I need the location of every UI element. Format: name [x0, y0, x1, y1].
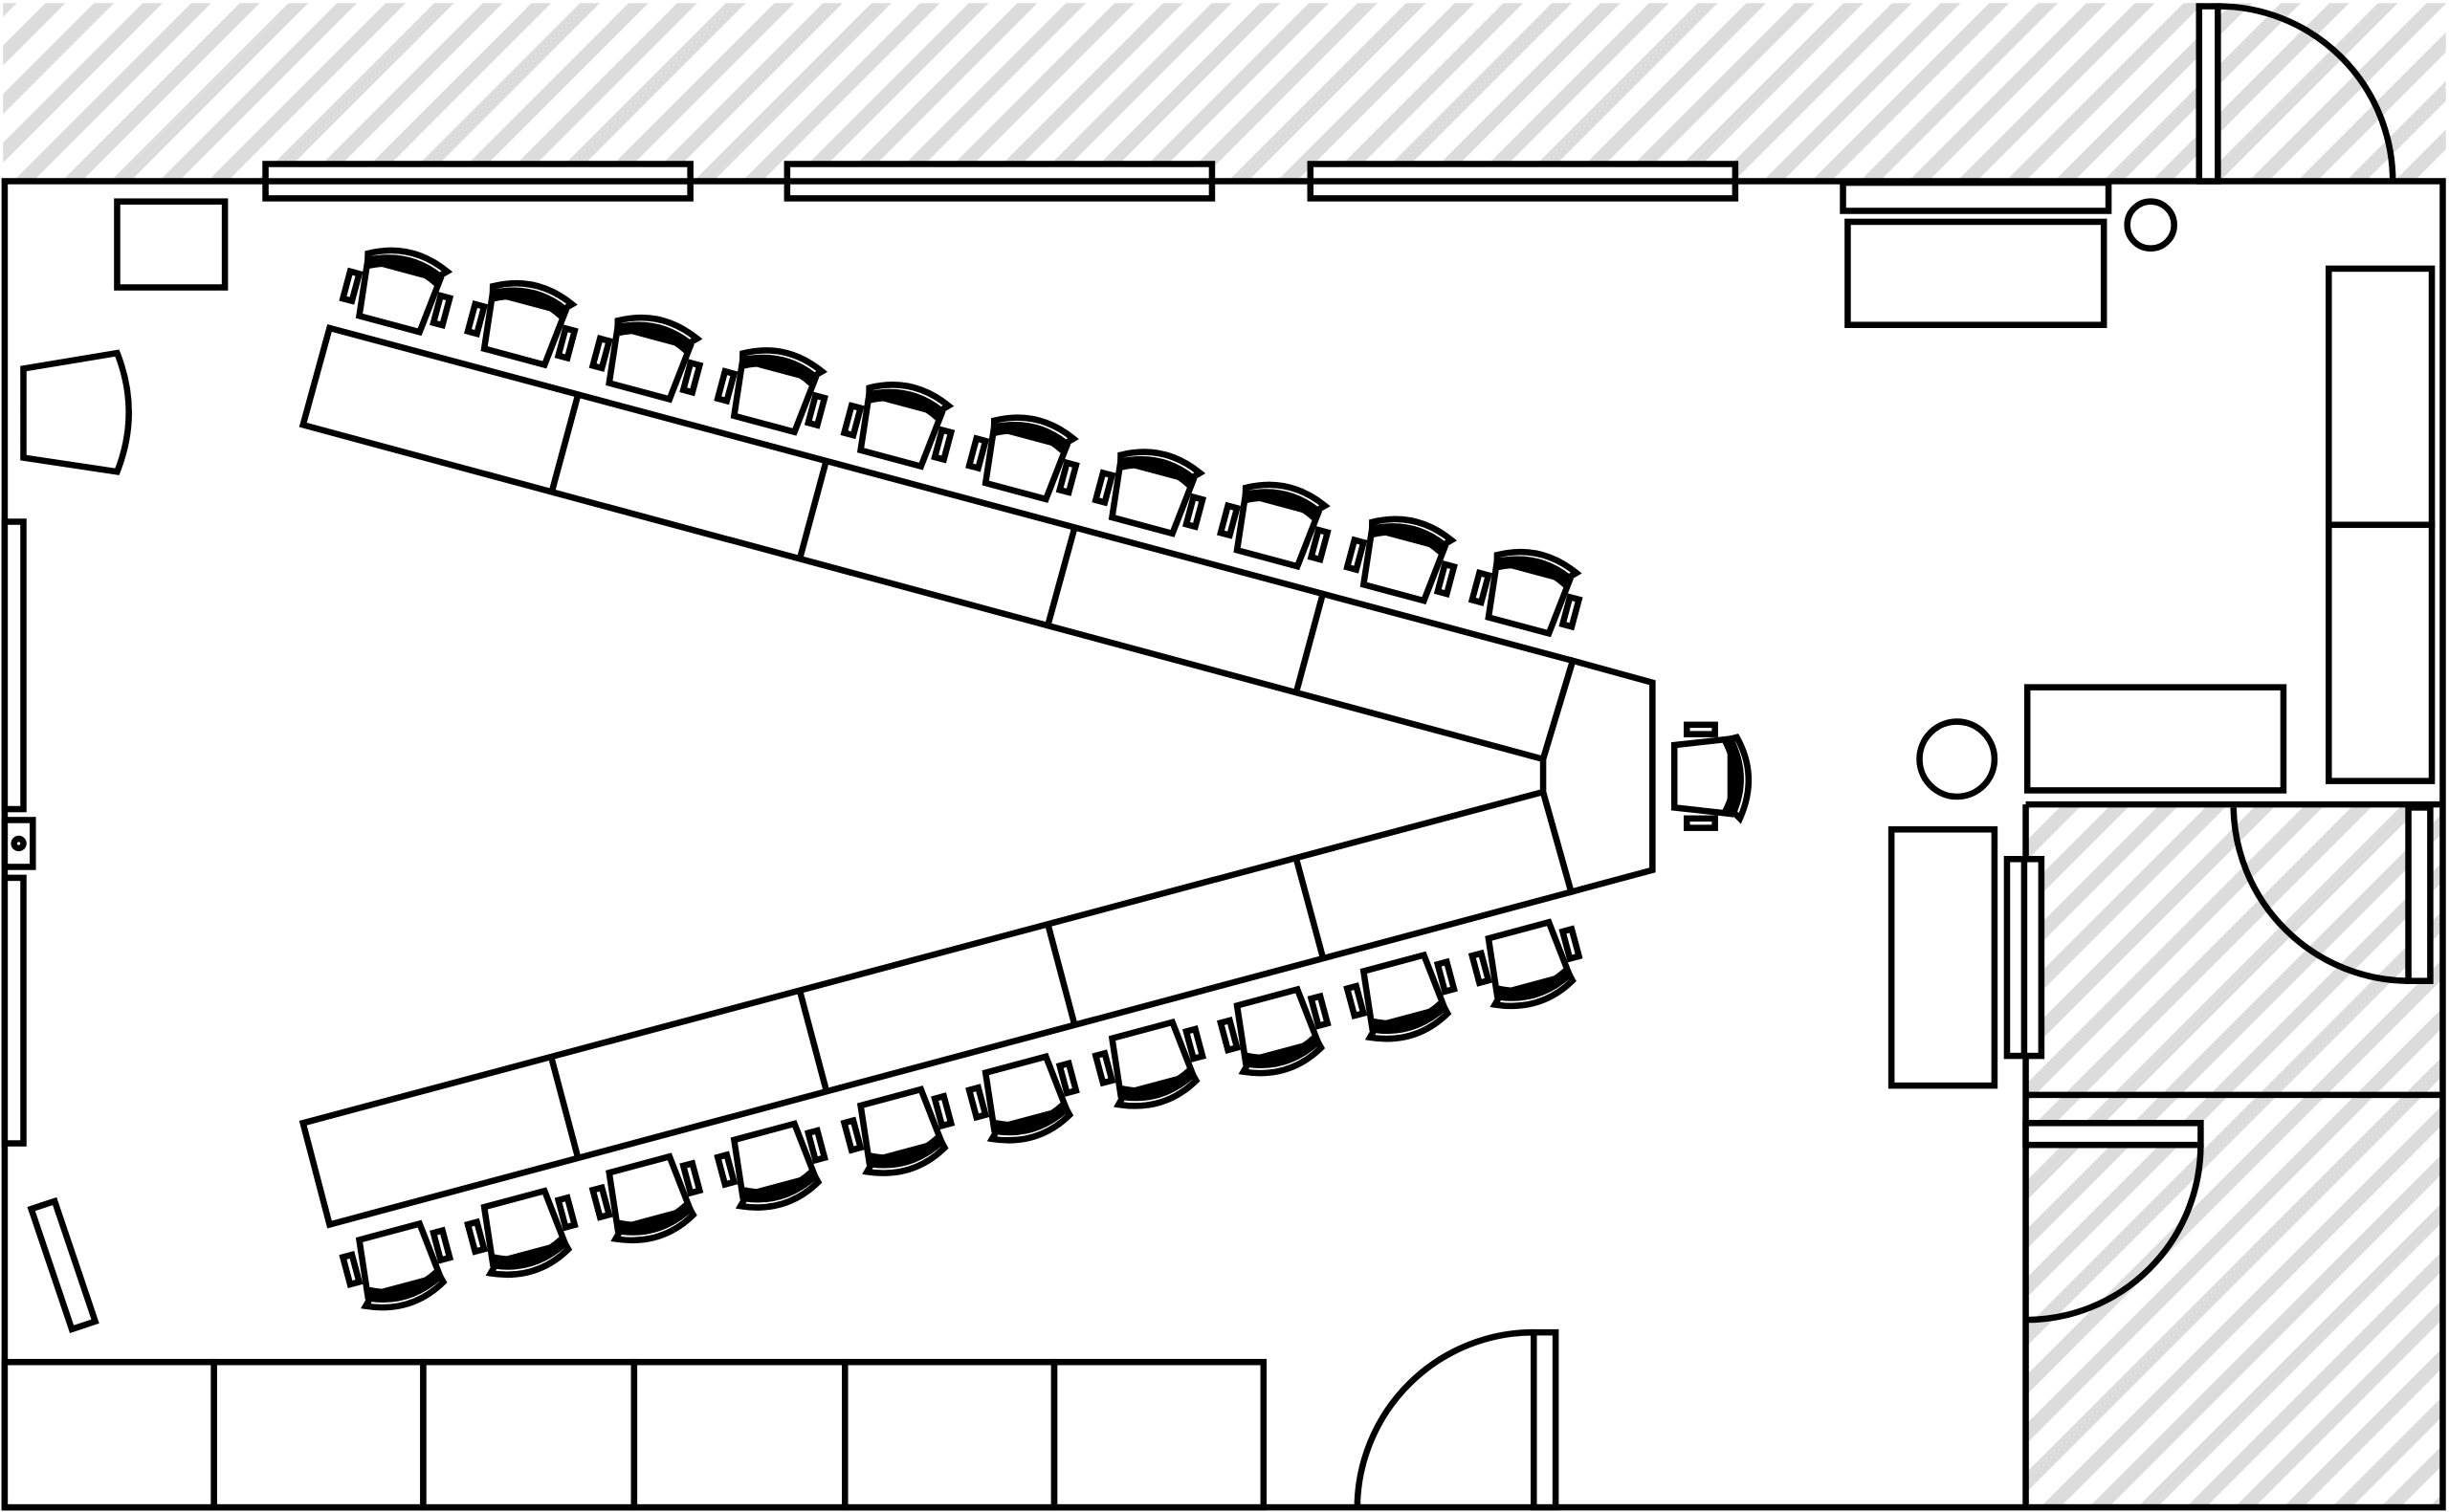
sideboard — [1844, 218, 2107, 328]
plant-pot-middle — [1916, 718, 1998, 800]
door-service-room-side — [2003, 856, 2045, 1060]
side-cabinet — [114, 198, 229, 291]
chair — [1218, 473, 1336, 572]
chair — [966, 406, 1085, 505]
chair — [1344, 950, 1463, 1048]
wall-shelf-top — [1840, 179, 2112, 214]
chair — [1092, 1017, 1211, 1115]
window-left-upper — [1, 518, 27, 813]
chair — [715, 339, 833, 437]
shelving-unit-right — [2326, 265, 2436, 784]
chair — [589, 306, 708, 405]
chair — [1092, 440, 1211, 538]
conference-table — [298, 323, 1656, 1229]
plant-pot-top — [2124, 198, 2177, 252]
chair — [1468, 917, 1587, 1016]
door-service-room-upper — [2230, 804, 2434, 984]
table-head-piece — [1539, 656, 1656, 896]
chair — [1468, 540, 1587, 639]
chair — [966, 1051, 1085, 1150]
head-chair — [1674, 725, 1749, 828]
chair — [1344, 508, 1463, 606]
service-room-hatch-lower — [2025, 1094, 2443, 1508]
chair — [841, 373, 960, 471]
door-service-room-lower — [2022, 1120, 2204, 1324]
chair — [1218, 984, 1336, 1083]
outlet-icon — [1, 817, 36, 870]
service-room-hatch-upper — [2025, 804, 2443, 1095]
corridor-hatch-top — [3, 3, 2446, 182]
window-1 — [262, 161, 694, 202]
door-top-right — [2195, 3, 2396, 185]
lectern-cabinet — [1887, 825, 1998, 1089]
armchair-left — [20, 349, 132, 475]
chair — [841, 1085, 960, 1183]
window-2 — [783, 161, 1216, 202]
window-left-lower — [1, 874, 27, 1147]
window-3 — [1307, 161, 1739, 202]
storage-cabinets — [1, 1358, 1268, 1511]
chair — [715, 1119, 833, 1217]
credenza — [2023, 684, 2287, 794]
chair — [465, 1186, 584, 1284]
chair — [340, 239, 458, 338]
door-bottom — [1354, 1328, 1559, 1511]
coat-rack — [27, 1196, 99, 1334]
chair — [340, 1218, 458, 1317]
chair — [465, 272, 584, 370]
chair — [589, 1151, 708, 1250]
